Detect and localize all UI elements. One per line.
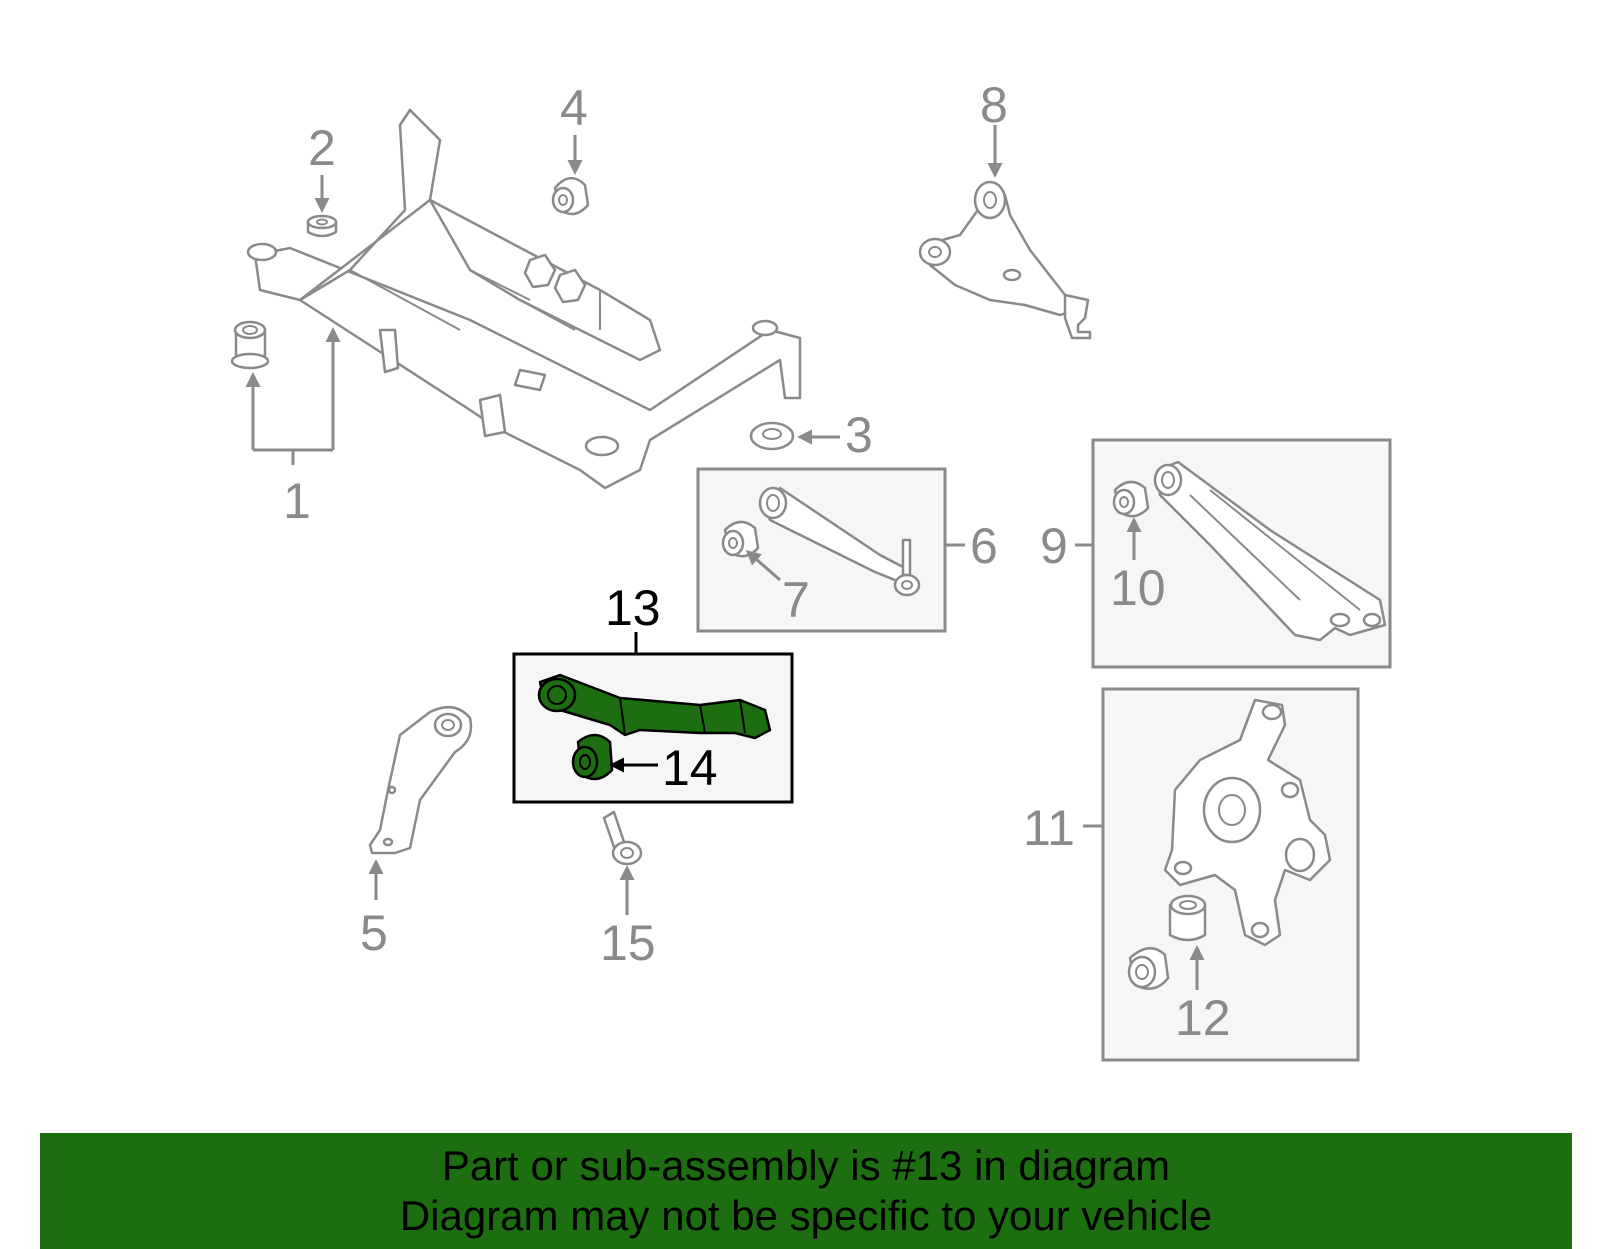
control-arm-part-8 (918, 180, 1092, 340)
callout-13[interactable]: 13 (605, 580, 661, 636)
callout-15: 15 (600, 915, 656, 971)
trailing-arm-part-13[interactable] (537, 673, 772, 740)
bushing-part-14[interactable] (571, 733, 614, 781)
banner-line-1: Part or sub-assembly is #13 in diagram (441, 1142, 1171, 1189)
lower-arm-part-9 (1153, 460, 1387, 642)
callout-12: 12 (1175, 990, 1231, 1046)
callout-8: 8 (980, 77, 1008, 133)
bolt-part-15 (602, 810, 643, 866)
notice-banner: Part or sub-assembly is #13 in diagram D… (40, 1133, 1572, 1249)
bushing-part-4 (551, 177, 590, 216)
bushing-part-12 (1127, 894, 1207, 990)
nut-part-2 (306, 214, 338, 238)
callout-5: 5 (360, 905, 388, 961)
callout-9: 9 (1040, 518, 1068, 574)
subframe-part-1 (246, 108, 802, 490)
lateral-link-part-6 (758, 486, 921, 597)
bushing-part-10 (1112, 480, 1150, 518)
callout-4: 4 (560, 80, 588, 136)
washer-part-3 (749, 421, 795, 451)
callout-7: 7 (782, 572, 810, 628)
callout-3: 3 (845, 407, 873, 463)
callout-10: 10 (1110, 560, 1166, 616)
bushing-part-1 (230, 320, 270, 370)
bushing-part-7 (721, 520, 760, 558)
banner-line-2: Diagram may not be specific to your vehi… (399, 1192, 1213, 1239)
callout-2: 2 (308, 120, 336, 176)
callout-11: 11 (1023, 800, 1075, 856)
link-part-5 (368, 705, 473, 855)
callout-14[interactable]: 14 (662, 740, 718, 796)
knuckle-part-11 (1163, 698, 1332, 947)
callout-6: 6 (970, 518, 998, 574)
callout-1: 1 (283, 473, 311, 529)
